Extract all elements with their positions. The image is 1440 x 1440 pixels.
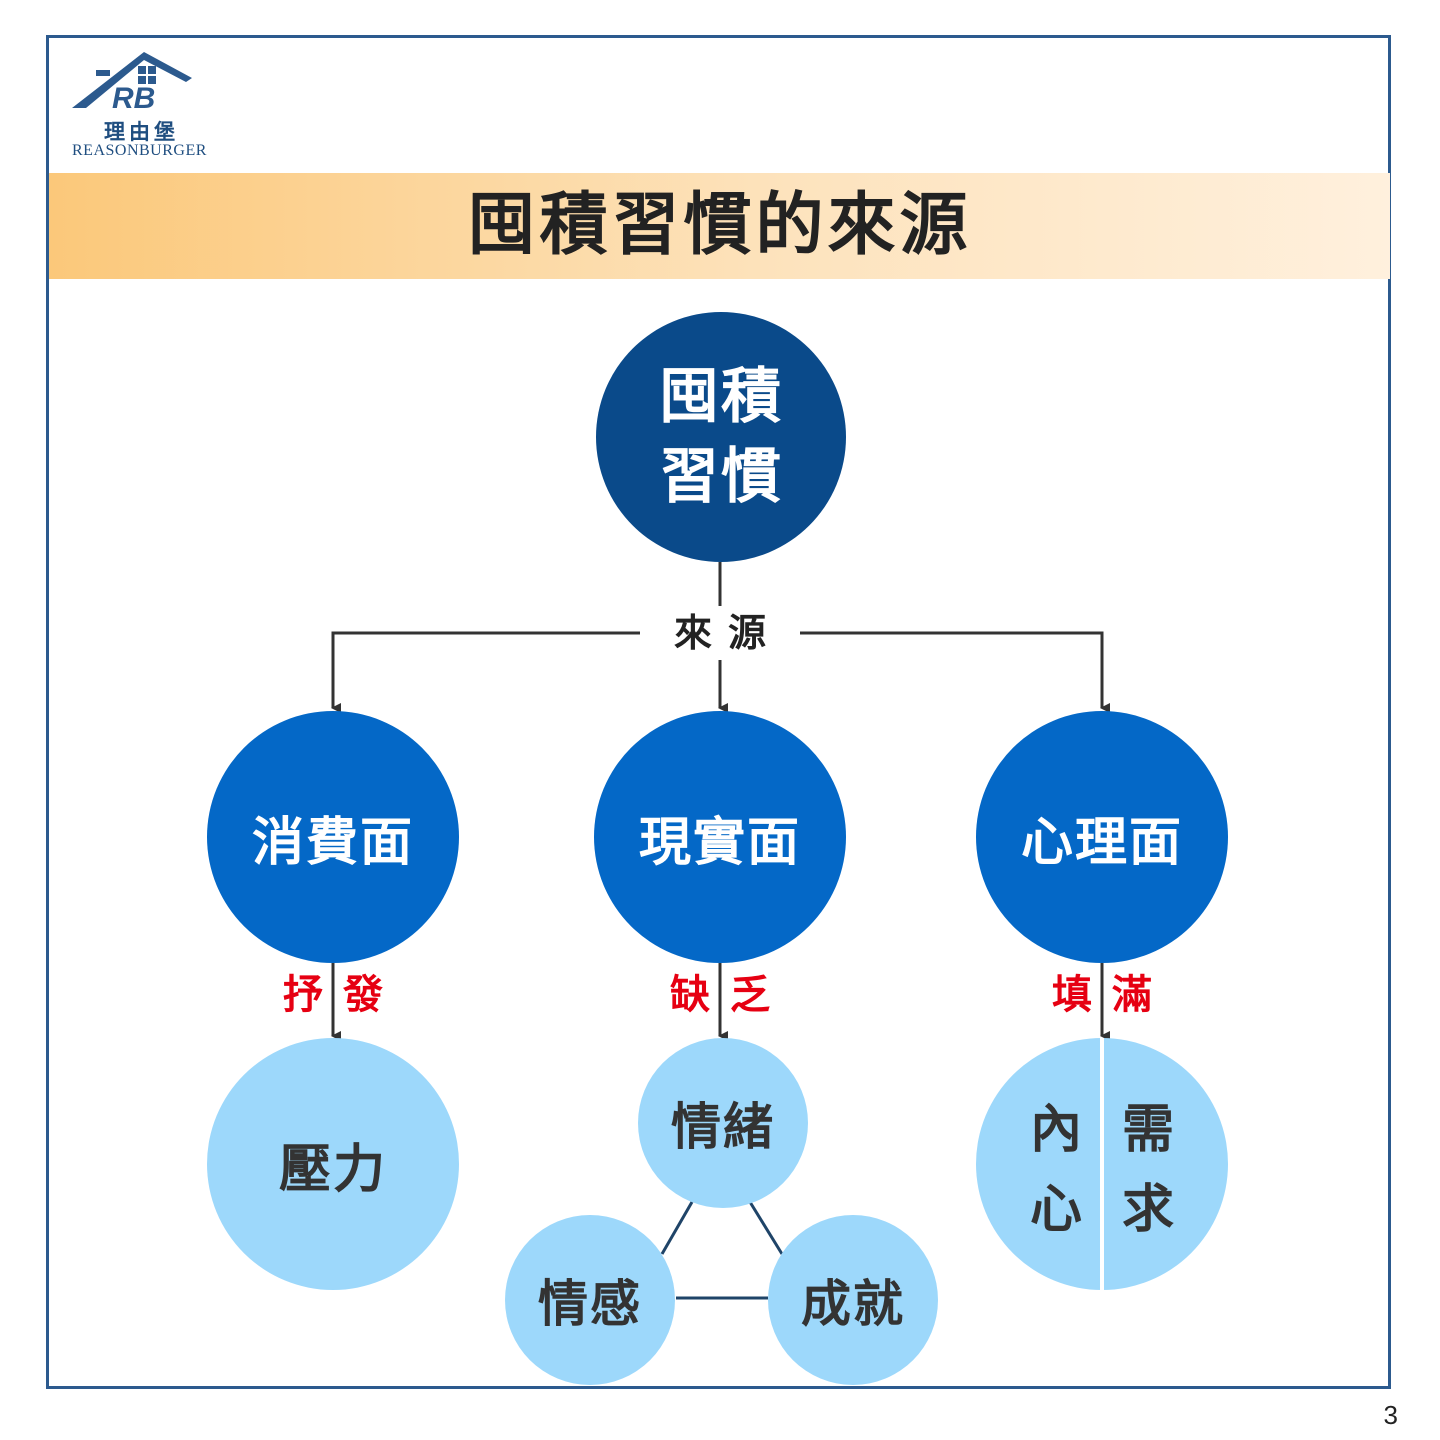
leaf-needs-column: 需求 <box>1118 1090 1178 1250</box>
leaf-inner-text: 內心 <box>1029 1100 1082 1240</box>
leaf-achievement: 成就 <box>768 1215 938 1385</box>
root-line-2: 習慣 <box>659 442 783 512</box>
logo-english-name: REASONBURGER <box>72 142 207 159</box>
house-logo-icon: RB <box>72 52 192 115</box>
node-consumption: 消費面 <box>207 711 459 963</box>
leaf-needs-text: 需求 <box>1121 1100 1174 1240</box>
node-reality-label: 現實面 <box>638 812 801 873</box>
leaf-emotion-label: 情緒 <box>671 1098 775 1156</box>
node-consumption-label: 消費面 <box>251 812 414 873</box>
node-psychology-label: 心理面 <box>1020 812 1183 873</box>
leaf-inner-column: 內心 <box>1026 1090 1086 1250</box>
arrow-to-consumption <box>331 631 640 713</box>
root-line-1: 囤積 <box>659 362 783 432</box>
title-banner: 囤積習慣的來源 <box>49 173 1390 279</box>
root-node: 囤積 習慣 <box>596 312 846 562</box>
leaf-pressure-label: 壓力 <box>278 1139 387 1200</box>
reasonburger-logo: RB 理由堡 REASONBURGER <box>68 48 218 163</box>
node-reality: 現實面 <box>594 711 846 963</box>
leaf-inner-needs-divider <box>1100 1038 1104 1290</box>
arrow-to-psychology <box>800 631 1110 713</box>
logo-mark-text: RB <box>112 82 155 115</box>
slide-frame <box>46 35 1391 1389</box>
relation-label-psychology: 填滿 <box>1052 972 1172 1018</box>
relation-label-reality: 缺乏 <box>670 972 790 1018</box>
logo-chinese-name: 理由堡 <box>104 119 179 144</box>
source-label: 來源 <box>640 608 800 658</box>
link-emotion-feeling <box>660 1201 694 1255</box>
page-number: 3 <box>1383 1400 1398 1430</box>
leaf-pressure: 壓力 <box>207 1038 459 1290</box>
node-psychology: 心理面 <box>976 711 1228 963</box>
leaf-achievement-label: 成就 <box>801 1275 905 1333</box>
page-title: 囤積習慣的來源 <box>467 186 972 265</box>
link-emotion-achievement <box>748 1201 784 1255</box>
relation-label-consumption: 抒發 <box>283 972 403 1018</box>
leaf-emotion: 情緒 <box>638 1038 808 1208</box>
leaf-feeling: 情感 <box>505 1215 675 1385</box>
leaf-feeling-label: 情感 <box>538 1275 642 1333</box>
